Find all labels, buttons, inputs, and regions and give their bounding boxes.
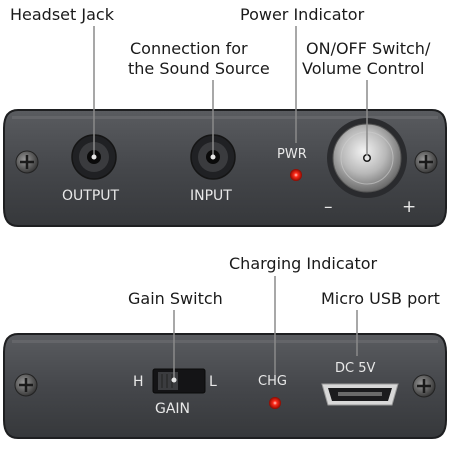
volume-plus-label: +	[402, 197, 416, 217]
power-led-icon	[290, 169, 302, 181]
callout-micro-usb: Micro USB port	[321, 289, 440, 308]
callout-charging-indicator: Charging Indicator	[229, 254, 378, 273]
top-body-highlight	[12, 116, 438, 119]
screw-icon	[412, 374, 436, 398]
callout-sound-source-line1: Connection for	[130, 39, 248, 58]
gain-switch-slider	[158, 372, 178, 390]
screw-icon	[15, 150, 39, 174]
leader-dot	[210, 154, 216, 160]
leader-dot	[364, 155, 370, 161]
leader-dot	[91, 154, 97, 160]
gain-low-label: L	[209, 374, 217, 390]
bottom-leader-lines	[173, 276, 358, 379]
callout-sound-source-line2: the Sound Source	[128, 59, 270, 78]
top-leader-lines	[93, 26, 368, 158]
chg-label: CHG	[258, 374, 287, 389]
charging-led-icon	[269, 397, 281, 409]
dc-5v-label: DC 5V	[335, 361, 375, 376]
callout-switch-line1: ON/OFF Switch/	[306, 39, 431, 58]
bottom-device-body	[3, 333, 447, 439]
output-label: OUTPUT	[62, 188, 120, 204]
micro-usb-port[interactable]	[321, 383, 399, 406]
screw-icon	[14, 373, 38, 397]
gain-switch[interactable]	[152, 368, 206, 394]
gain-label: GAIN	[155, 401, 190, 417]
top-panel: Headset Jack Power Indicator Connection …	[3, 5, 447, 227]
callout-headset-jack: Headset Jack	[10, 5, 115, 24]
callout-power-indicator: Power Indicator	[240, 5, 365, 24]
callout-gain-switch: Gain Switch	[128, 289, 223, 308]
callout-switch-line2: Volume Control	[302, 59, 424, 78]
bottom-panel: Charging Indicator Gain Switch Micro USB…	[3, 254, 447, 439]
volume-minus-label: –	[324, 197, 333, 217]
screw-icon	[414, 150, 438, 174]
pwr-label: PWR	[277, 147, 307, 162]
leader-dot	[171, 377, 177, 383]
bottom-body-highlight	[12, 340, 438, 343]
gain-high-label: H	[133, 374, 144, 390]
input-label: INPUT	[190, 188, 232, 204]
